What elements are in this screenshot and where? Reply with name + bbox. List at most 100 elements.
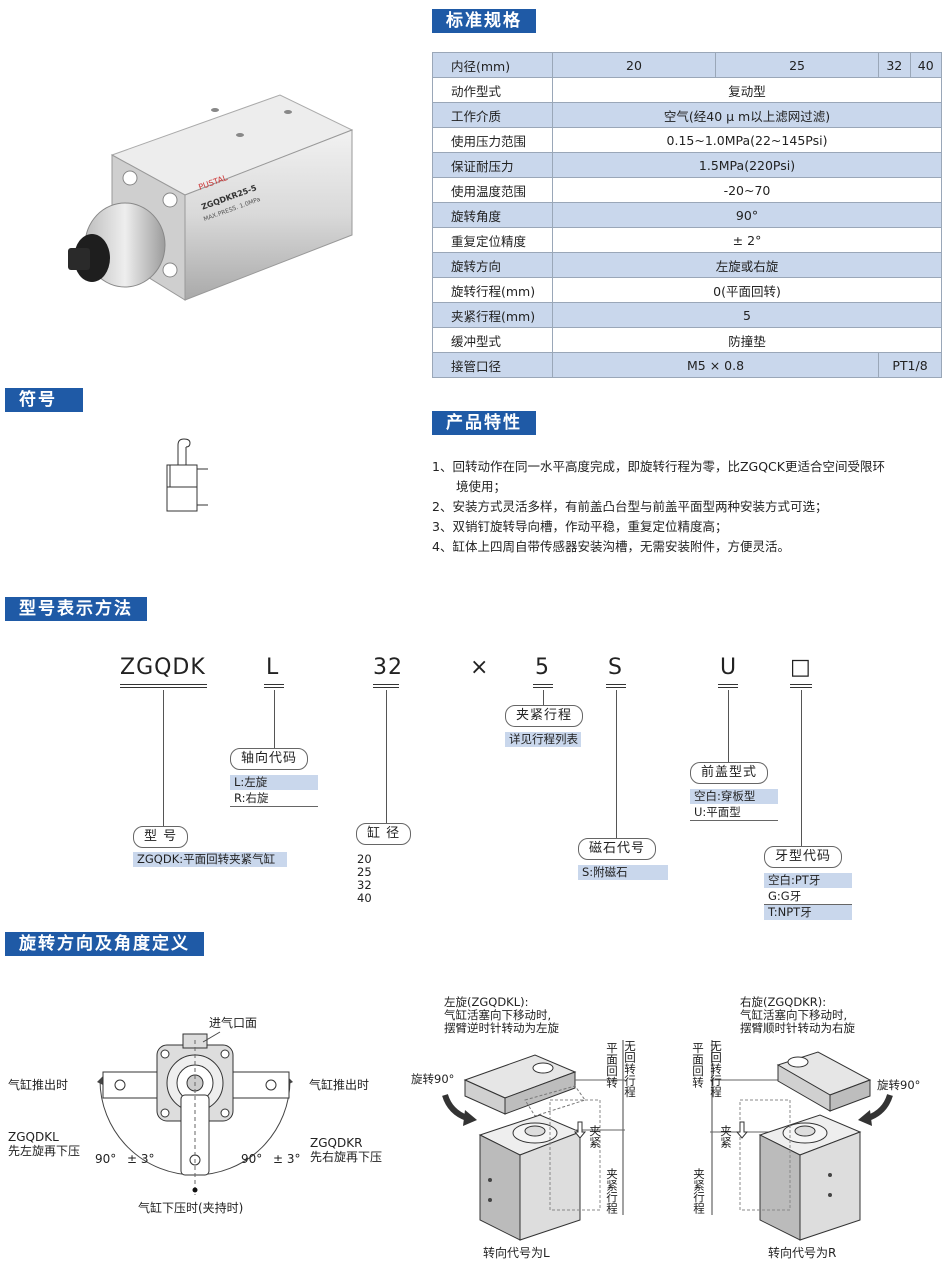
feature-item: 3、双销钉旋转导向槽，作动平稳，重复定位精度高； bbox=[432, 519, 728, 534]
code-dir: L bbox=[266, 655, 280, 680]
spec-label: 重复定位精度 bbox=[432, 227, 553, 253]
spec-table: 内径(mm) 20 25 32 40 动作型式复动型 工作介质空气(经40 μ … bbox=[432, 52, 942, 378]
left-rotation-diagram bbox=[425, 1040, 640, 1245]
feature-item: 2、安装方式灵活多样，有前盖凸台型与前盖平面型两种安装方式可选； bbox=[432, 499, 828, 514]
code-underline bbox=[533, 684, 553, 688]
tol-right-label: ± 3° bbox=[273, 1152, 301, 1166]
code-underline bbox=[373, 684, 399, 688]
thread-note: G:G牙 bbox=[764, 889, 852, 905]
feature-item: 4、缸体上四周自带传感器安装沟槽，无需安装附件，方便灵活。 bbox=[432, 539, 790, 554]
leader-line bbox=[801, 690, 802, 848]
bore-item: 20 bbox=[357, 852, 372, 866]
air-inlet-label: 进气口面 bbox=[209, 1016, 258, 1030]
no-rot-stroke-label: 无回转行程 bbox=[623, 1040, 637, 1098]
section-title-model: 型号表示方法 bbox=[5, 597, 147, 621]
stroke-note: 详见行程列表 bbox=[505, 732, 581, 747]
spec-label: 旋转方向 bbox=[432, 252, 553, 278]
bore-item: 32 bbox=[357, 878, 372, 892]
feature-item: 境使用； bbox=[456, 479, 507, 494]
spec-value: PT1/8 bbox=[878, 352, 942, 378]
code-underline bbox=[790, 684, 812, 688]
left-line2: 摆臂逆时针转动为左旋 bbox=[444, 1021, 559, 1035]
leader-line bbox=[728, 690, 729, 763]
left-model-label: ZGQDKL bbox=[8, 1130, 59, 1144]
dir-note-l: L:左旋 bbox=[230, 775, 318, 790]
code-underline bbox=[606, 684, 626, 688]
spec-label: 使用压力范围 bbox=[432, 127, 553, 153]
thread-note: T:NPT牙 bbox=[764, 905, 852, 920]
section-title-symbol: 符号 bbox=[5, 388, 83, 412]
leader-line bbox=[163, 690, 164, 827]
section-title-spec: 标准规格 bbox=[432, 9, 536, 33]
code-cover: U bbox=[720, 655, 738, 680]
feature-item: 1、回转动作在同一水平高度完成，即旋转行程为零，比ZGQCK更适合空间受限环 bbox=[432, 459, 885, 474]
dir-note-r: R:右旋 bbox=[230, 791, 318, 807]
bore-col: 25 bbox=[715, 52, 880, 78]
code-underline bbox=[718, 684, 738, 688]
code-bore: 32 bbox=[373, 655, 403, 680]
spec-value: 空气(经40 μ m以上滤网过滤) bbox=[552, 102, 942, 128]
no-rot-stroke-label: 无回转行程 bbox=[709, 1040, 723, 1098]
angle-right-label: 90° bbox=[241, 1152, 263, 1166]
label-bore: 缸 径 bbox=[356, 823, 412, 845]
label-cover: 前盖型式 bbox=[690, 762, 769, 784]
product-photo: PUSTAL ZGQDKR25-5 MAX.PRESS. 1.0MPa bbox=[40, 60, 380, 330]
code-underline bbox=[120, 684, 207, 688]
bore-col: 40 bbox=[909, 52, 942, 78]
left-code-label: 转向代号为L bbox=[483, 1246, 550, 1260]
spec-label: 工作介质 bbox=[432, 102, 553, 128]
spec-value: 90° bbox=[552, 202, 942, 228]
clamp-label: 夹紧 bbox=[588, 1125, 602, 1148]
rot90-right: 旋转90° bbox=[877, 1078, 921, 1092]
bore-item: 40 bbox=[357, 891, 372, 905]
spec-label: 使用温度范围 bbox=[432, 177, 553, 203]
label-dir: 轴向代码 bbox=[230, 748, 309, 770]
clamp-stroke-label: 夹紧行程 bbox=[692, 1168, 706, 1214]
table-row: 内径(mm) 20 25 32 40 bbox=[432, 52, 942, 78]
spec-value: 0(平面回转) bbox=[552, 277, 942, 303]
thread-note: 空白:PT牙 bbox=[764, 873, 852, 888]
mag-note: S:附磁石 bbox=[578, 865, 668, 880]
spec-value: 复动型 bbox=[552, 77, 942, 103]
spec-header-label: 内径(mm) bbox=[432, 52, 553, 78]
leader-line bbox=[543, 690, 544, 706]
code-series: ZGQDK bbox=[120, 655, 206, 680]
right-code-label: 转向代号为R bbox=[768, 1246, 837, 1260]
spec-label: 旋转角度 bbox=[432, 202, 553, 228]
spec-value: M5 × 0.8 bbox=[551, 352, 880, 378]
cover-note: U:平面型 bbox=[690, 805, 778, 821]
right-model-label: ZGQDKR bbox=[310, 1136, 363, 1150]
right-title: 右旋(ZGQDKR): bbox=[740, 995, 827, 1009]
cover-note: 空白:穿板型 bbox=[690, 789, 778, 804]
right-line1: 气缸活塞向下移动时, bbox=[740, 1008, 848, 1022]
bore-item: 25 bbox=[357, 865, 372, 879]
right-line2: 摆臂顺时针转动为右旋 bbox=[740, 1021, 855, 1035]
spec-value: ± 2° bbox=[552, 227, 942, 253]
code-stroke: 5 bbox=[535, 655, 550, 680]
code-mag: S bbox=[608, 655, 623, 680]
right-rotation-diagram bbox=[700, 1040, 915, 1245]
pneumatic-symbol-icon bbox=[160, 435, 220, 515]
section-title-rotation: 旋转方向及角度定义 bbox=[5, 932, 204, 956]
code-underline bbox=[264, 684, 284, 688]
flat-rot-label: 平面回转 bbox=[605, 1042, 619, 1088]
label-stroke: 夹紧行程 bbox=[505, 705, 584, 727]
spec-label: 缓冲型式 bbox=[432, 327, 553, 353]
label-mag: 磁石代号 bbox=[578, 838, 657, 860]
label-thread: 牙型代码 bbox=[764, 846, 843, 868]
rot90-left: 旋转90° bbox=[411, 1072, 455, 1086]
left-desc-label: 先左旋再下压 bbox=[8, 1144, 81, 1158]
push-out-left-label: 气缸推出时 bbox=[8, 1078, 69, 1092]
code-thread: □ bbox=[790, 655, 812, 680]
right-desc-label: 先右旋再下压 bbox=[310, 1150, 383, 1164]
leader-line bbox=[616, 690, 617, 840]
leader-line bbox=[274, 690, 275, 750]
left-title: 左旋(ZGQDKL): bbox=[444, 995, 529, 1009]
angle-left-label: 90° bbox=[95, 1152, 117, 1166]
spec-label: 接管口径 bbox=[432, 352, 553, 378]
push-out-right-label: 气缸推出时 bbox=[309, 1078, 370, 1092]
clamp-stroke-label: 夹紧行程 bbox=[605, 1168, 619, 1214]
spec-label: 保证耐压力 bbox=[432, 152, 553, 178]
spec-label: 夹紧行程(mm) bbox=[432, 302, 553, 328]
leader-line bbox=[386, 690, 387, 824]
